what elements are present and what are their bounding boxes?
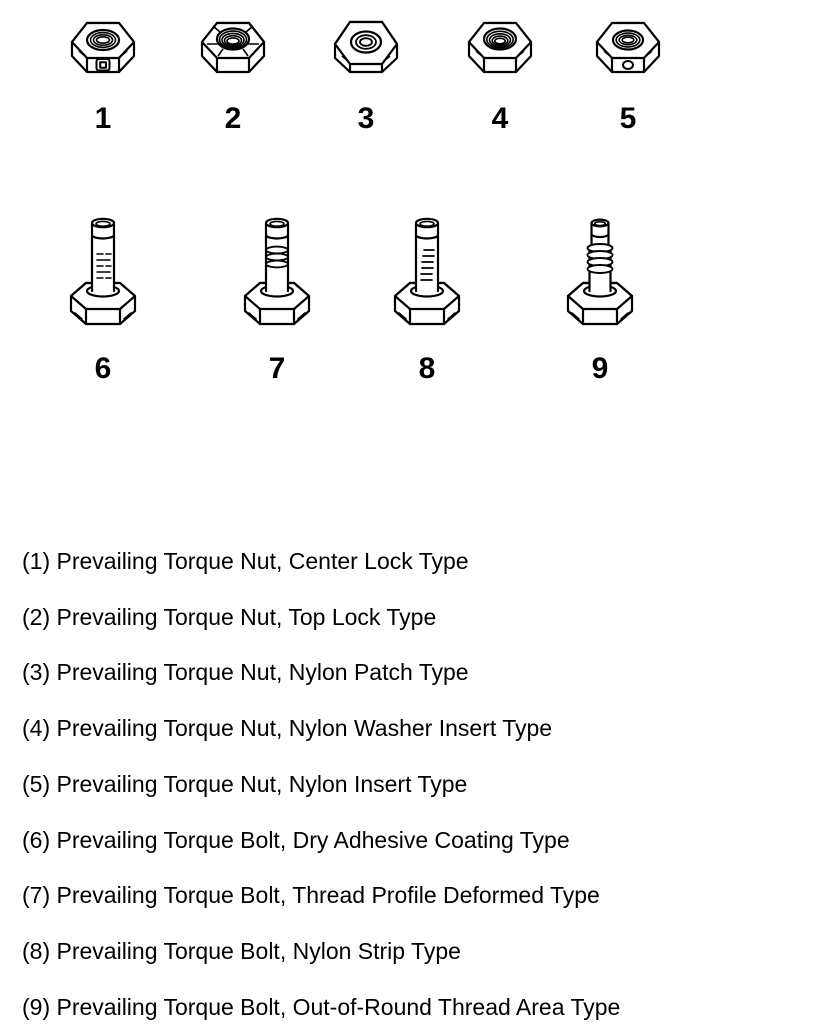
legend-item-9: (9) Prevailing Torque Bolt, Out-of-Round… [22,993,621,1020]
nut-nylon-washer-insert-illustration [466,16,534,82]
legend-item-7: (7) Prevailing Torque Bolt, Thread Profi… [22,882,600,909]
nut-center-lock-illustration [69,16,137,82]
figure-number: 5 [619,102,637,135]
legend: (1) Prevailing Torque Nut, Center Lock T… [22,534,620,1035]
nut-top-lock-illustration [199,16,267,82]
figure-bolt-thread-deformed: 7 [243,212,311,384]
figure-bolt-dry-adhesive: 6 [69,212,137,384]
legend-item-6: (6) Prevailing Torque Bolt, Dry Adhesive… [22,826,570,853]
figure-nut-nylon-patch: 3 [332,16,400,134]
legend-item-3: (3) Prevailing Torque Nut, Nylon Patch T… [22,659,469,686]
figure-number: 3 [357,102,375,135]
figure-nut-nylon-washer-insert: 4 [466,16,534,134]
figure-number: 7 [268,352,286,385]
bolt-out-of-round-illustration [566,212,634,334]
figure-number: 2 [224,102,242,135]
figure-nut-nylon-insert: 5 [594,16,662,134]
bolt-dry-adhesive-illustration [69,212,137,334]
bolt-nylon-strip-illustration [393,212,461,334]
figure-number: 9 [591,352,609,385]
bolt-thread-deformed-illustration [243,212,311,334]
legend-item-5: (5) Prevailing Torque Nut, Nylon Insert … [22,770,468,797]
legend-item-1: (1) Prevailing Torque Nut, Center Lock T… [22,548,469,574]
figure-number: 8 [418,352,436,385]
figure-number: 6 [94,352,112,385]
figure-nut-center-lock: 1 [69,16,137,134]
legend-item-4: (4) Prevailing Torque Nut, Nylon Washer … [22,715,553,742]
figure-bolt-out-of-round: 9 [566,212,634,384]
figure-number: 1 [94,102,112,135]
nut-nylon-insert-illustration [594,16,662,82]
nut-nylon-patch-illustration [332,16,400,82]
legend-item-8: (8) Prevailing Torque Bolt, Nylon Strip … [22,937,461,964]
legend-item-2: (2) Prevailing Torque Nut, Top Lock Type [22,603,437,630]
figure-nut-top-lock: 2 [199,16,267,134]
figure-number: 4 [491,102,509,135]
figure-bolt-nylon-strip: 8 [393,212,461,384]
